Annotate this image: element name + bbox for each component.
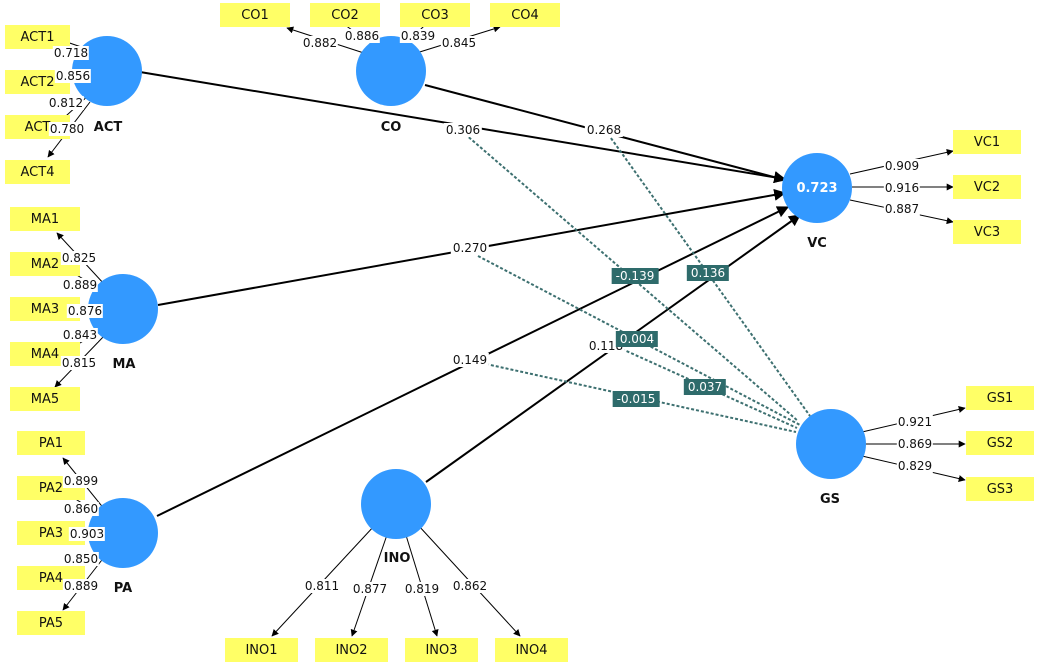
indicator-co4[interactable]: CO4 — [490, 3, 560, 27]
loading-gs3: 0.829 — [896, 459, 934, 473]
indicator-vc2[interactable]: VC2 — [953, 175, 1021, 199]
indicator-co1[interactable]: CO1 — [220, 3, 290, 27]
path-coef-co-vc: 0.268 — [584, 123, 624, 137]
indicator-ino2[interactable]: INO2 — [315, 638, 388, 662]
loading-ma3: 0.876 — [66, 304, 104, 318]
loading-vc2: 0.916 — [883, 181, 921, 195]
loading-co2: 0.886 — [343, 29, 381, 43]
mod-line-4 — [485, 363, 797, 433]
vc-r-squared: 0.723 — [796, 180, 838, 196]
loading-pa2: 0.860 — [62, 502, 100, 516]
indicator-ino3[interactable]: INO3 — [405, 638, 478, 662]
loading-co3: 0.839 — [399, 29, 437, 43]
loading-act4: 0.780 — [48, 122, 86, 136]
loading-pa4: 0.850 — [62, 552, 100, 566]
latent-pa-label: PA — [113, 581, 133, 596]
loading-ino4: 0.862 — [451, 579, 489, 593]
indicator-pa1[interactable]: PA1 — [17, 431, 85, 455]
loading-ino3: 0.819 — [403, 582, 441, 596]
indicator-ino4[interactable]: INO4 — [495, 638, 568, 662]
loading-ma2: 0.889 — [61, 278, 99, 292]
moderation-coef-4: 0.037 — [683, 379, 727, 395]
path-coef-act-vc: 0.306 — [443, 123, 483, 137]
loading-gs1: 0.921 — [896, 415, 934, 429]
latent-gs[interactable] — [796, 409, 866, 479]
loading-act3: 0.812 — [47, 96, 85, 110]
latent-ino-label: INO — [383, 551, 411, 566]
indicator-vc1[interactable]: VC1 — [953, 130, 1021, 154]
loading-ma4: 0.843 — [61, 328, 99, 342]
path-coef-ino-vc: 0.118 — [586, 339, 626, 353]
latent-ma-label: MA — [112, 357, 136, 372]
latent-act-label: ACT — [93, 120, 123, 135]
loading-pa1: 0.899 — [62, 474, 100, 488]
indicator-pa5[interactable]: PA5 — [17, 611, 85, 635]
loading-ma5: 0.815 — [60, 356, 98, 370]
loading-co4: 0.845 — [440, 36, 478, 50]
latent-vc[interactable]: 0.723 — [782, 153, 852, 223]
latent-vc-label: VC — [807, 236, 827, 251]
loading-vc3: 0.887 — [883, 202, 921, 216]
latent-ino[interactable] — [361, 469, 431, 539]
loading-ma1: 0.825 — [60, 251, 98, 265]
latent-gs-label: GS — [819, 492, 841, 507]
loading-act2: 0.856 — [54, 69, 92, 83]
indicator-act4[interactable]: ACT4 — [5, 160, 70, 184]
moderation-coef-3: 0.004 — [615, 331, 659, 347]
indicator-gs1[interactable]: GS1 — [966, 386, 1034, 410]
loading-act1: 0.718 — [52, 46, 90, 60]
indicator-pa4[interactable]: PA4 — [17, 566, 85, 590]
indicator-co2[interactable]: CO2 — [310, 3, 380, 27]
loading-ino1: 0.811 — [303, 579, 341, 593]
loading-pa3: 0.903 — [68, 527, 106, 541]
indicator-pa2[interactable]: PA2 — [17, 476, 85, 500]
path-coef-ma-vc: 0.270 — [450, 241, 490, 255]
mod-line-2 — [607, 133, 811, 417]
latent-co[interactable] — [356, 36, 426, 106]
indicator-gs2[interactable]: GS2 — [966, 431, 1034, 455]
loading-co1: 0.882 — [301, 36, 339, 50]
path-coef-pa-vc: 0.149 — [450, 353, 490, 367]
indicator-pa3[interactable]: PA3 — [17, 521, 85, 545]
latent-co-label: CO — [380, 120, 402, 135]
indicator-gs3[interactable]: GS3 — [966, 477, 1034, 501]
indicator-co3[interactable]: CO3 — [400, 3, 470, 27]
loading-vc1: 0.909 — [883, 159, 921, 173]
indicator-ma1[interactable]: MA1 — [10, 207, 80, 231]
moderation-coef-5: -0.015 — [612, 391, 660, 407]
indicator-act1[interactable]: ACT1 — [5, 25, 70, 49]
mod-line-1 — [464, 133, 799, 422]
loading-gs2: 0.869 — [896, 437, 934, 451]
indicator-ma5[interactable]: MA5 — [10, 387, 80, 411]
indicator-ino1[interactable]: INO1 — [225, 638, 298, 662]
indicator-vc3[interactable]: VC3 — [953, 220, 1021, 244]
loading-pa5: 0.889 — [62, 579, 100, 593]
moderation-coef-1: -0.139 — [611, 268, 659, 284]
moderation-coef-2: 0.136 — [686, 265, 730, 281]
loading-ino2: 0.877 — [351, 582, 389, 596]
